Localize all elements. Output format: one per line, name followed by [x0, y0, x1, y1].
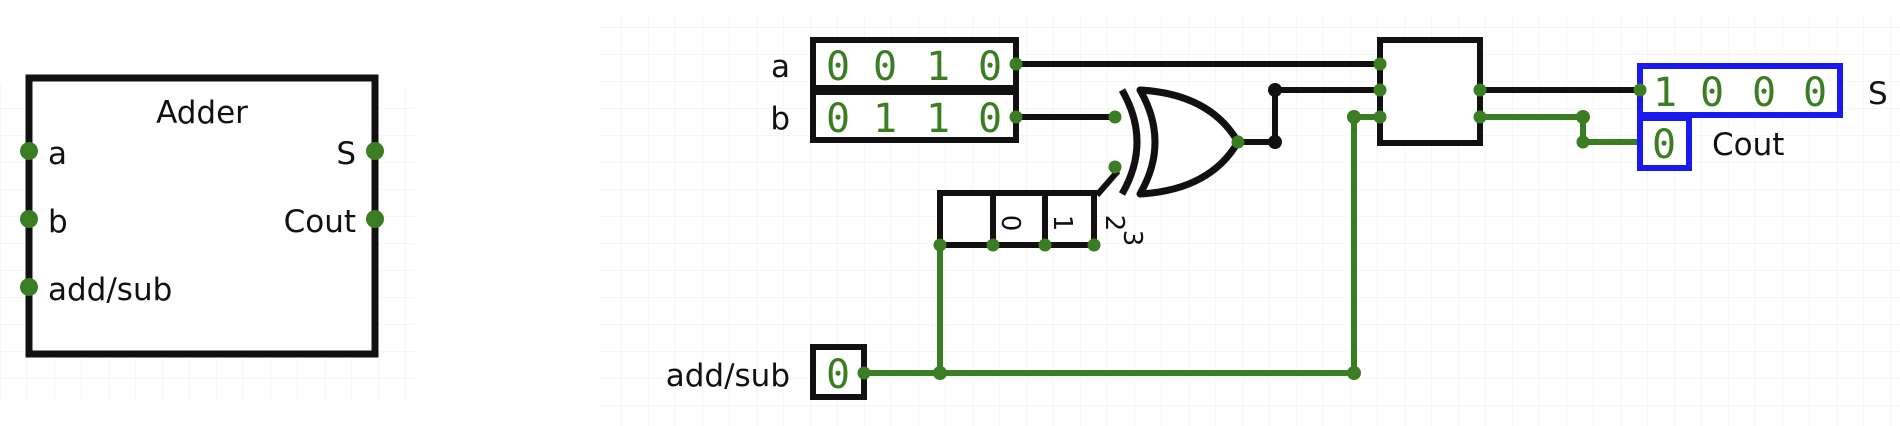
- output-s-box: [1637, 63, 1843, 118]
- input-a[interactable]: a 0 0 1 0: [771, 37, 1019, 91]
- adder-port-s[interactable]: [366, 142, 384, 160]
- output-s-bit-1: 0: [1752, 70, 1776, 116]
- input-addsub-bit[interactable]: 0: [826, 352, 850, 398]
- input-b-label: b: [770, 101, 790, 137]
- splitter-index-0: 0: [995, 215, 1025, 232]
- input-b-bit-2[interactable]: 1: [873, 96, 897, 142]
- junction-xor-upper: [1268, 83, 1282, 97]
- adder-symbol[interactable]: Adder a b add/sub S Cout: [20, 74, 384, 358]
- adder-port-label-addsub: add/sub: [48, 272, 172, 308]
- junction-carry-in: [1347, 110, 1361, 124]
- adder-port-label-cout: Cout: [284, 204, 356, 240]
- xor-body: [1136, 86, 1242, 198]
- pins: [857, 57, 1647, 380]
- input-a-bit-3[interactable]: 0: [826, 44, 850, 90]
- pin-splitter-3: [1087, 238, 1101, 252]
- splitter-body: [937, 190, 1097, 248]
- output-s-bit-2: 0: [1700, 70, 1724, 116]
- adder-port-b[interactable]: [20, 210, 38, 228]
- adder-port-label-a: a: [48, 136, 67, 172]
- pin-splitter-2: [1038, 238, 1052, 252]
- pin-splitter-1: [986, 238, 1000, 252]
- output-s-label: S: [1868, 76, 1888, 112]
- output-s-bit-0: 0: [1803, 70, 1827, 116]
- junction-cout-upper: [1576, 110, 1590, 124]
- pin-adder-in-a: [1373, 57, 1387, 71]
- input-b-box: [810, 89, 1019, 143]
- pin-s-in: [1633, 83, 1647, 97]
- xor-extra-arc: [1118, 88, 1141, 196]
- pin-b-out: [1009, 110, 1023, 124]
- pin-adder-sum: [1473, 83, 1487, 97]
- input-addsub-label: add/sub: [666, 358, 790, 394]
- output-cout-bit: 0: [1652, 122, 1676, 168]
- adder-block[interactable]: [1377, 37, 1483, 146]
- pin-adder-cin: [1373, 110, 1387, 124]
- input-a-bit-0[interactable]: 0: [978, 44, 1002, 90]
- pin-xor-out: [1231, 135, 1245, 149]
- splitter-index-3: 3: [1117, 230, 1147, 247]
- pin-a-out: [1009, 57, 1023, 71]
- junction-addsub-left: [933, 366, 947, 380]
- adder-port-label-b: b: [48, 204, 68, 240]
- input-a-bit-1[interactable]: 1: [926, 44, 950, 90]
- pin-addsub-out: [857, 366, 871, 380]
- input-b-bit-0[interactable]: 0: [978, 96, 1002, 142]
- splitter[interactable]: 0 1 2 3: [937, 190, 1147, 248]
- input-a-label: a: [771, 49, 790, 85]
- adder-port-a[interactable]: [20, 142, 38, 160]
- input-addsub[interactable]: add/sub 0: [666, 344, 867, 400]
- splitter-index-1: 1: [1047, 215, 1077, 232]
- output-s: 1 0 0 0 S: [1637, 63, 1888, 118]
- junction-xor-lower: [1268, 135, 1282, 149]
- output-cout: 0 Cout: [1637, 115, 1784, 171]
- pin-splitter-0: [933, 238, 947, 252]
- pin-adder-cout: [1473, 110, 1487, 124]
- pin-xor-in-b: [1108, 160, 1122, 174]
- pin-adder-in-b: [1373, 83, 1387, 97]
- junctions: [933, 83, 1590, 380]
- output-cout-label: Cout: [1712, 127, 1784, 163]
- junction-addsub-right: [1347, 366, 1361, 380]
- splitter-index-2: 2: [1099, 215, 1129, 232]
- adder-port-addsub[interactable]: [20, 278, 38, 296]
- pin-xor-in-a: [1108, 110, 1122, 124]
- input-addsub-box: [810, 344, 867, 400]
- input-a-bit-2[interactable]: 0: [873, 44, 897, 90]
- input-a-box: [810, 37, 1019, 91]
- adder-port-label-s: S: [336, 136, 356, 172]
- xor-gate[interactable]: [1118, 86, 1242, 198]
- output-cout-box: [1637, 115, 1692, 171]
- wire-splitter-to-xor: [1094, 169, 1121, 197]
- output-s-bit-3: 1: [1653, 70, 1677, 116]
- input-b[interactable]: b 0 1 1 0: [770, 89, 1019, 143]
- adder-port-cout[interactable]: [366, 210, 384, 228]
- input-b-bit-1[interactable]: 1: [926, 96, 950, 142]
- adder-body: [25, 74, 379, 358]
- pin-cout-in: [1576, 135, 1590, 149]
- input-b-bit-3[interactable]: 0: [826, 96, 850, 142]
- adder-title: Adder: [156, 95, 248, 131]
